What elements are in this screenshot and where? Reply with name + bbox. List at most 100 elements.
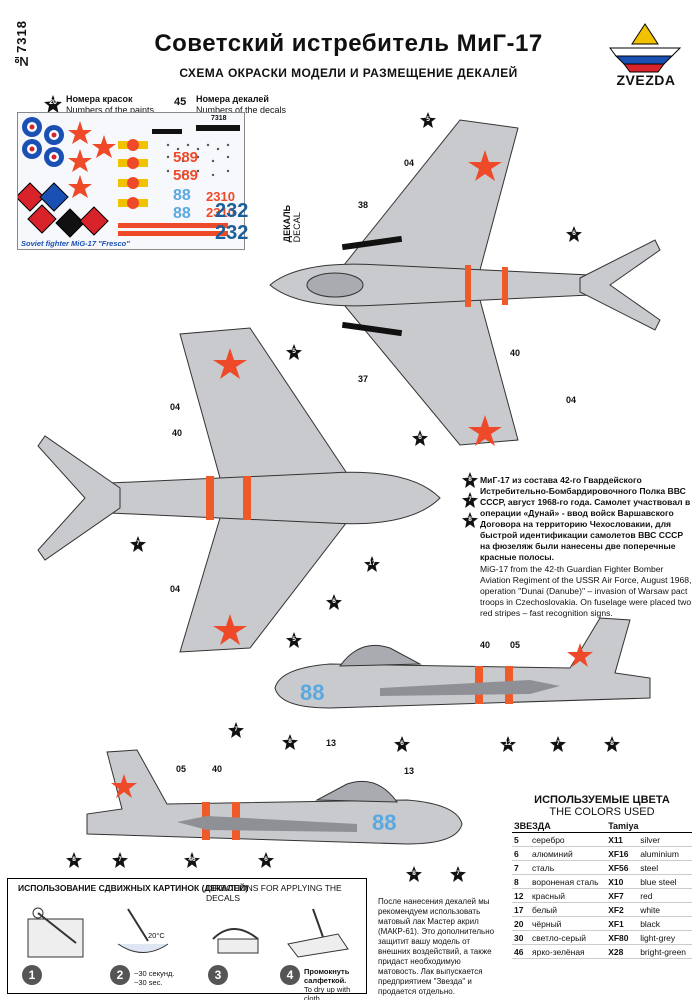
paint-star-icon	[566, 226, 582, 242]
color-name-ru: сталь	[530, 860, 607, 875]
color-name-en: blue steel	[638, 874, 692, 889]
paint-star-icon	[394, 736, 410, 752]
decal-badge-number: 45	[174, 96, 187, 108]
color-name-en: steel	[638, 860, 692, 875]
paint-marker-number: 5	[292, 348, 296, 355]
page-subtitle: СХЕМА ОКРАСКИ МОДЕЛИ И РАЗМЕЩЕНИЕ ДЕКАЛЕ…	[179, 66, 518, 80]
paint-marker: 8	[406, 866, 422, 882]
brand-name: ZVEZDA	[616, 72, 676, 88]
color-tamiya-code: XF56	[606, 860, 639, 875]
color-name-en: white	[638, 902, 692, 917]
colors-header-zvezda: ЗВЕЗДА	[512, 820, 607, 833]
paint-star-icon	[112, 852, 128, 868]
scheme-description: МиГ-17 из состава 42-го Гвардейского Ист…	[480, 475, 692, 620]
colors-header-tamiya: Tamiya	[606, 820, 692, 833]
callout-38: 38	[358, 200, 369, 210]
callout-04-bottom: 04	[170, 584, 181, 594]
instructions-title-ru: ИСПОЛЬЗОВАНИЕ СДВИЖНЫХ КАРТИНОК (ДЕКАЛЕЙ…	[18, 883, 249, 893]
color-name-ru: белый	[530, 902, 607, 917]
aircraft-bottom-view	[37, 327, 441, 653]
paint-marker-number: 7	[136, 540, 140, 547]
paint-marker-number: 6	[418, 434, 422, 441]
decal-sheet-graphic	[15, 117, 240, 238]
color-tamiya-code: XF7	[606, 888, 639, 903]
decal-sheet: 7318 589 589 88 88 2310 2310 232 Soviet …	[15, 112, 245, 250]
instructions-title-en: DIRECTIONS FOR APPLYING THE DECALS	[206, 883, 342, 903]
color-zvezda-number: 30	[512, 930, 530, 945]
step-1-badge: 1	[22, 965, 42, 985]
paint-marker-number: 7	[556, 740, 560, 747]
paint-marker: 6	[258, 852, 274, 868]
paint-star-icon	[66, 852, 82, 868]
paint-badge-icon	[44, 95, 62, 113]
color-name-en: silver	[638, 832, 692, 847]
colors-title-ru: ИСПОЛЬЗУЕМЫЕ ЦВЕТА	[534, 794, 670, 806]
step-2-temp: 20°C	[148, 931, 165, 940]
paint-marker-number: 6	[572, 230, 576, 237]
step-3-badge: 3	[208, 965, 228, 985]
decal-2310-a: 2310	[206, 189, 235, 204]
color-tamiya-code: X10	[606, 874, 639, 889]
color-zvezda-number: 20	[512, 916, 530, 931]
callout-05-side1: 05	[510, 640, 521, 650]
paint-star-icon	[450, 866, 466, 882]
paint-marker: 7	[112, 852, 128, 868]
color-tamiya-code: XF2	[606, 902, 639, 917]
paint-marker: 7	[130, 536, 146, 552]
description-en: MiG-17 from the 42-th Guardian Fighter B…	[480, 564, 692, 618]
aircraft-top-view	[269, 119, 661, 446]
paint-marker: 6	[326, 594, 342, 610]
decal-sheet-code: 7318	[211, 115, 227, 122]
paint-star-icon	[406, 866, 422, 882]
color-name-ru: вороненая сталь	[530, 874, 607, 889]
decal-2310-b: 2310	[206, 205, 235, 220]
paint-star-icon	[604, 736, 620, 752]
side-view-1-number: 88	[300, 680, 325, 705]
colors-title: ИСПОЛЬЗУЕМЫЕ ЦВЕТА THE COLORS USED	[512, 794, 692, 818]
paint-marker-number: 6	[264, 856, 268, 863]
paint-marker: 8	[462, 512, 478, 528]
paint-marker: 12	[500, 736, 516, 752]
decal-232-top: 232	[215, 200, 249, 222]
decal-589-b: 589	[173, 167, 199, 184]
paint-marker: 6	[412, 430, 428, 446]
callout-05-side2: 05	[176, 764, 187, 774]
color-zvezda-number: 17	[512, 902, 530, 917]
instructions-illustration	[27, 907, 349, 958]
paint-marker: 6	[566, 226, 582, 242]
paint-star-icon	[184, 852, 200, 868]
callout-04-right: 04	[566, 395, 577, 405]
paint-marker-number: 46	[188, 856, 196, 863]
paint-marker: 7	[228, 722, 244, 738]
paint-marker: 7	[550, 736, 566, 752]
decal-instructions: ИСПОЛЬЗОВАНИЕ СДВИЖНЫХ КАРТИНОК (ДЕКАЛЕЙ…	[7, 878, 367, 1000]
paint-star-icon	[420, 112, 436, 128]
color-tamiya-code: XF16	[606, 846, 639, 861]
color-name-ru: серебро	[530, 832, 607, 847]
callout-04-left: 04	[170, 402, 181, 412]
color-tamiya-code: X11	[606, 832, 639, 847]
paint-marker-number: 7	[468, 496, 472, 503]
varnish-note: После нанесения декалей мы рекомендуем и…	[378, 897, 495, 996]
paint-marker-number: 7	[118, 856, 122, 863]
paint-star-icon	[462, 512, 478, 528]
paint-legend-en: Numbers of the paints	[66, 105, 155, 115]
aircraft-side-view-1	[274, 617, 651, 709]
paint-marker-number: 8	[412, 870, 416, 877]
decal-88-a: 88	[173, 187, 191, 204]
step-4-badge: 4	[280, 965, 300, 985]
paint-marker-number: 7	[234, 726, 238, 733]
paint-marker-number: 5	[426, 116, 430, 123]
paint-marker-number: 6	[332, 598, 336, 605]
callout-40-side2: 40	[212, 764, 223, 774]
color-name-en: black	[638, 916, 692, 931]
paint-star-icon	[550, 736, 566, 752]
paint-star-icon	[130, 536, 146, 552]
paint-marker: 8	[282, 734, 298, 750]
paint-marker-number: 5	[292, 636, 296, 643]
